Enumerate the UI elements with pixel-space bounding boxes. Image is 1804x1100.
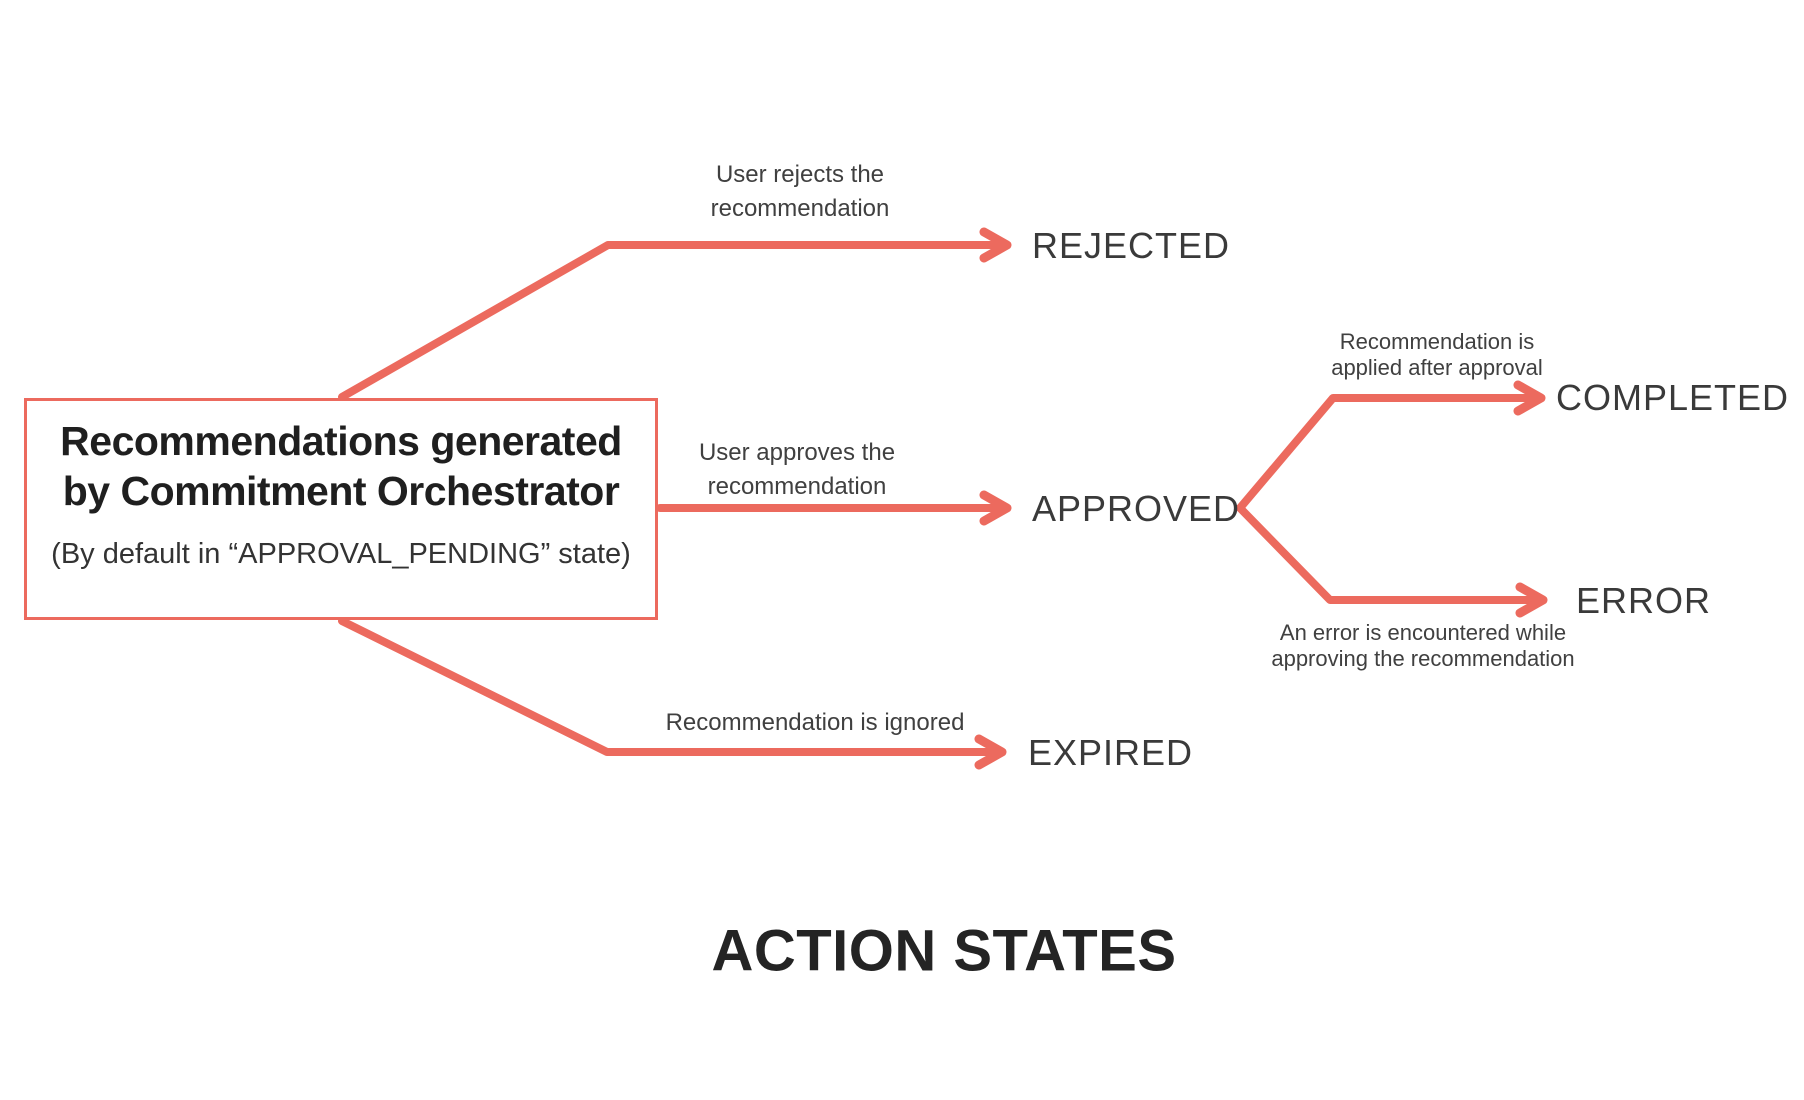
edge-label-approve-line2: recommendation [707,473,887,500]
edge-completed [1236,394,1540,512]
edge-rejected [338,241,1006,401]
edge-label-complete: Recommendation is applied after approval [1331,329,1543,381]
edge-label-complete-line1: Recommendation is [1339,329,1535,354]
edge-label-error-line2: approving the recommendation [1271,646,1575,671]
edge-label-error-line1: An error is encountered while [1279,620,1567,645]
source-node-subtitle: (By default in “APPROVAL_PENDING” state) [51,538,631,570]
edge-label-reject-line1: User rejects the [715,161,885,188]
arrowhead-approved-icon [979,490,1012,526]
state-node-approved: APPROVED [1032,488,1241,529]
source-title-line1: Recommendations generated [60,418,622,464]
arrowhead-completed-icon [1513,380,1546,416]
source-node-box: Recommendations generated by Commitment … [24,398,658,620]
arrowhead-rejected-icon [979,227,1012,263]
edge-label-reject-line2: recommendation [710,195,890,222]
source-title-line2: by Commitment Orchestrator [62,468,620,514]
state-node-completed: COMPLETED [1556,377,1790,418]
state-node-error: ERROR [1576,580,1712,621]
state-node-expired: EXPIRED [1028,732,1194,773]
edge-label-approve-line1: User approves the [698,439,896,466]
arrowhead-expired-icon [974,734,1007,770]
source-node-title: Recommendations generated by Commitment … [27,416,655,516]
edge-label-complete-line2: applied after approval [1331,355,1543,380]
edge-error [1236,504,1542,604]
edge-label-expire-line1: Recommendation is ignored [665,709,965,736]
page-title: ACTION STATES [711,918,1177,984]
edge-label-reject: User rejects the recommendation [711,158,890,226]
edge-label-expire: Recommendation is ignored [666,706,965,740]
edge-label-error: An error is encountered while approving … [1271,620,1574,672]
arrowhead-error-icon [1515,582,1548,618]
state-node-rejected: REJECTED [1032,225,1231,266]
edge-label-approve: User approves the recommendation [699,436,895,504]
edge-expired [338,617,1001,756]
